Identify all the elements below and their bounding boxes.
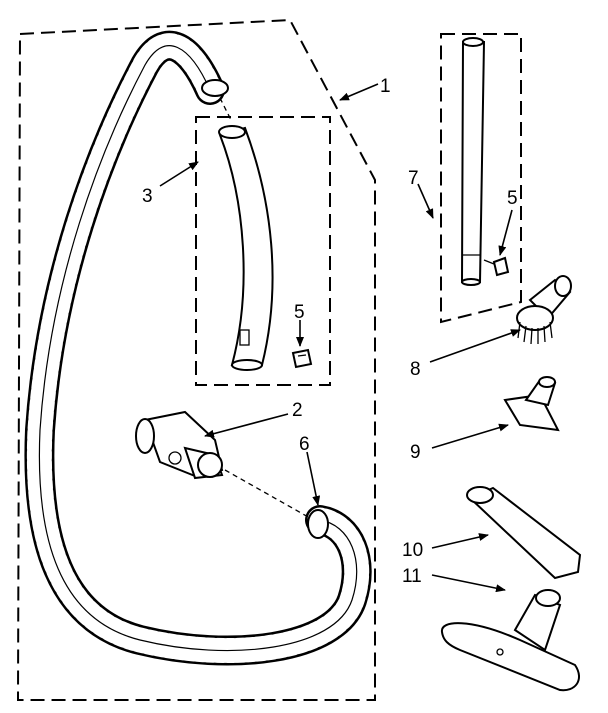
callout-5-b: 5 — [507, 188, 518, 209]
corrugated-hose — [24, 30, 372, 666]
part-7-box — [440, 33, 522, 324]
part-10-crevice-tool — [466, 486, 582, 580]
part-7-straight-wand — [460, 37, 486, 286]
callout-5-a: 5 — [294, 302, 305, 323]
callout-1: 1 — [380, 76, 391, 97]
hose-cuff-6 — [307, 509, 329, 539]
callout-10: 10 — [402, 540, 423, 561]
callout-11: 11 — [402, 566, 422, 587]
part-9-upholstery-tool — [503, 376, 560, 432]
callout-8: 8 — [410, 359, 421, 380]
part-5-latch-b — [483, 256, 510, 277]
hose-end-top — [201, 79, 229, 97]
callout-2: 2 — [292, 400, 303, 421]
callout-6: 6 — [299, 434, 310, 455]
part-11-floor-tool — [440, 589, 580, 692]
callout-9: 9 — [410, 442, 421, 463]
hose-kit-boundary — [16, 18, 376, 701]
callout-3: 3 — [142, 186, 153, 207]
callout-7: 7 — [408, 168, 419, 189]
part-8-dusting-brush — [516, 275, 572, 345]
part-3-box — [195, 116, 331, 386]
part-5-latch-a — [291, 348, 313, 369]
part-3-curved-wand — [218, 125, 274, 371]
part-2-swivel-connector — [135, 410, 224, 480]
